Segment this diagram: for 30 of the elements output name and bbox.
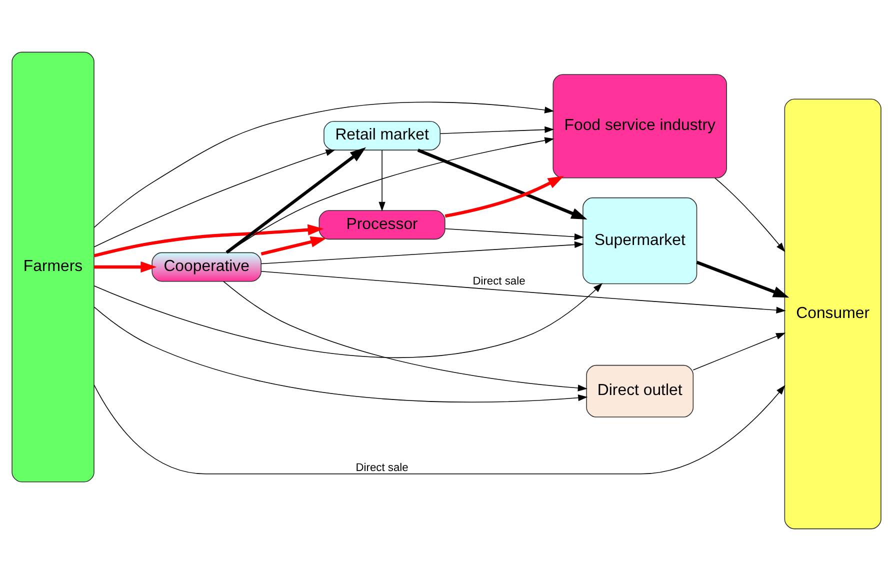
arrow	[94, 306, 588, 402]
arrow	[440, 126, 554, 134]
arrow	[94, 224, 324, 258]
node-box: Cooperative	[152, 252, 262, 282]
node-box: Direct outlet	[586, 364, 694, 418]
arrow	[226, 147, 366, 254]
arrow	[94, 384, 786, 474]
arrow	[444, 228, 584, 240]
node-box: Processor	[318, 210, 446, 240]
node-box: Food service industry	[552, 74, 727, 178]
arrow	[94, 283, 603, 358]
node-box: Consumer	[784, 98, 882, 530]
arrow	[260, 236, 327, 256]
edge-label: Direct sale	[356, 462, 408, 474]
node-box: Retail market	[324, 121, 441, 150]
node-box: Supermarket	[582, 197, 698, 284]
arrow	[94, 102, 554, 228]
edge-label: Direct sale	[472, 276, 526, 288]
arrow	[696, 260, 790, 298]
arrow	[260, 270, 786, 314]
node-box: Farmers	[12, 52, 94, 482]
arrow	[223, 281, 588, 392]
arrow	[94, 149, 336, 248]
arrow	[714, 178, 786, 252]
arrow	[692, 332, 786, 370]
arrow	[378, 150, 386, 212]
arrow	[260, 241, 584, 264]
arrow	[94, 261, 157, 273]
arrow	[444, 176, 564, 218]
arrow	[417, 148, 588, 220]
